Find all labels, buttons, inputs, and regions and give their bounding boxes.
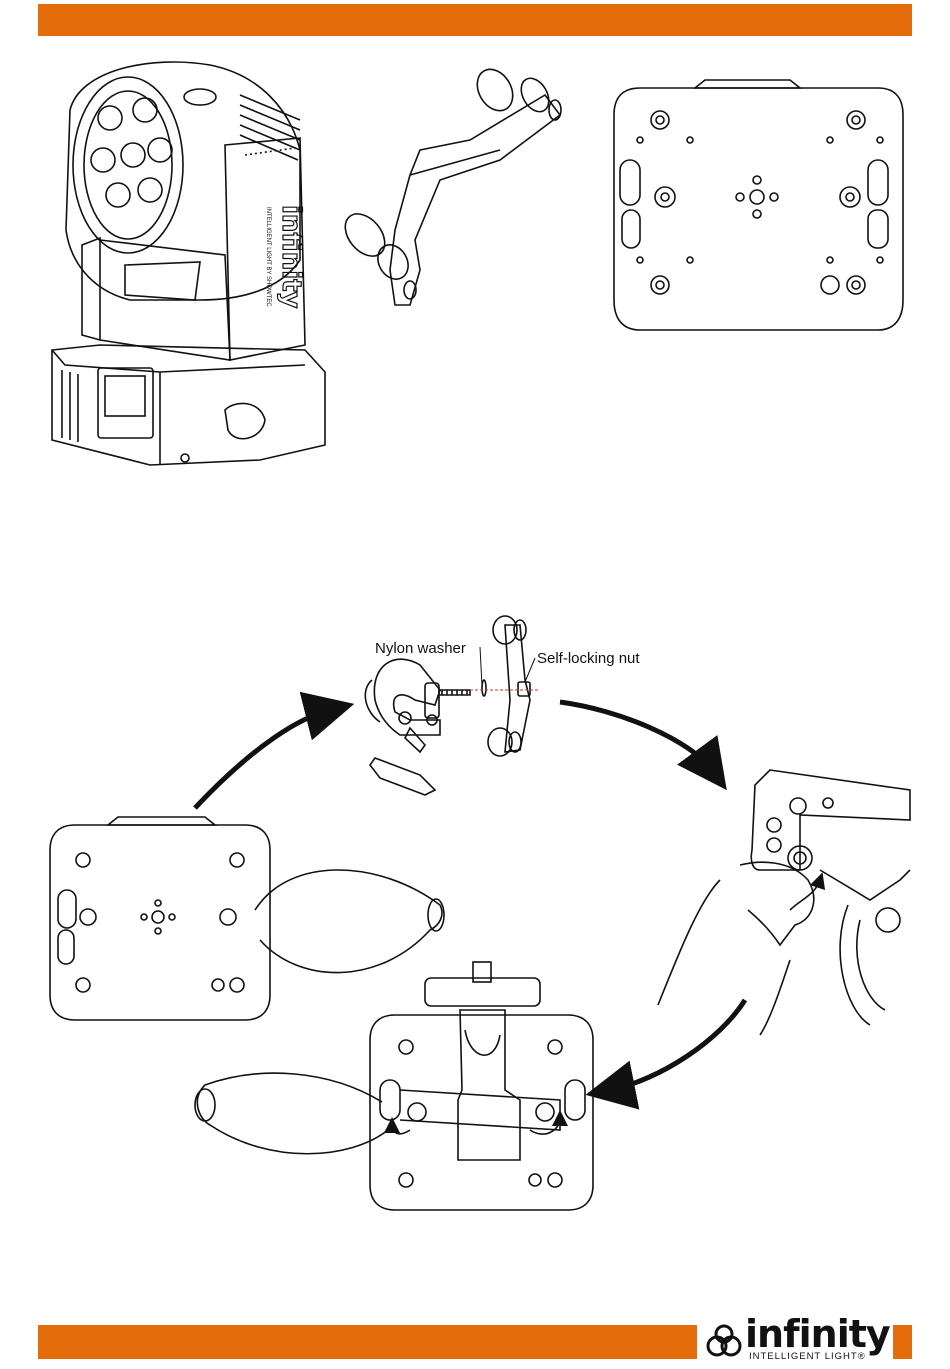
self-locking-nut-leader [525,658,535,682]
logo-tagline-text: INTELLIGENT LIGHT [749,1351,858,1362]
self-locking-nut-callout: Self-locking nut [537,650,640,667]
flow-arrow-2 [560,702,712,770]
flow-arrow-3 [610,1000,745,1090]
logo-wordmark: infinity [745,1312,890,1356]
fixture-base-bottom-view [614,80,903,330]
flow-arrow-1 [195,710,330,808]
base-with-safety-cable [50,817,444,1020]
base-with-mounted-clamp [195,962,593,1210]
brand-logo: infinity INTELLIGENT LIGHT® [705,1318,890,1366]
infinity-logo-icon [705,1324,743,1362]
nylon-washer-callout: Nylon washer [375,640,466,657]
omega-bracket [337,63,561,305]
fixture-side-sub-lettering: INTELLIGENT LIGHT BY SHOWTEC [265,207,271,307]
registered-mark: ® [858,1351,866,1362]
fixture-side-lettering: infinity [276,205,306,309]
hand-tightening-clamp [658,770,910,1035]
logo-tagline: INTELLIGENT LIGHT® [749,1351,866,1362]
nylon-washer-leader [480,647,482,686]
